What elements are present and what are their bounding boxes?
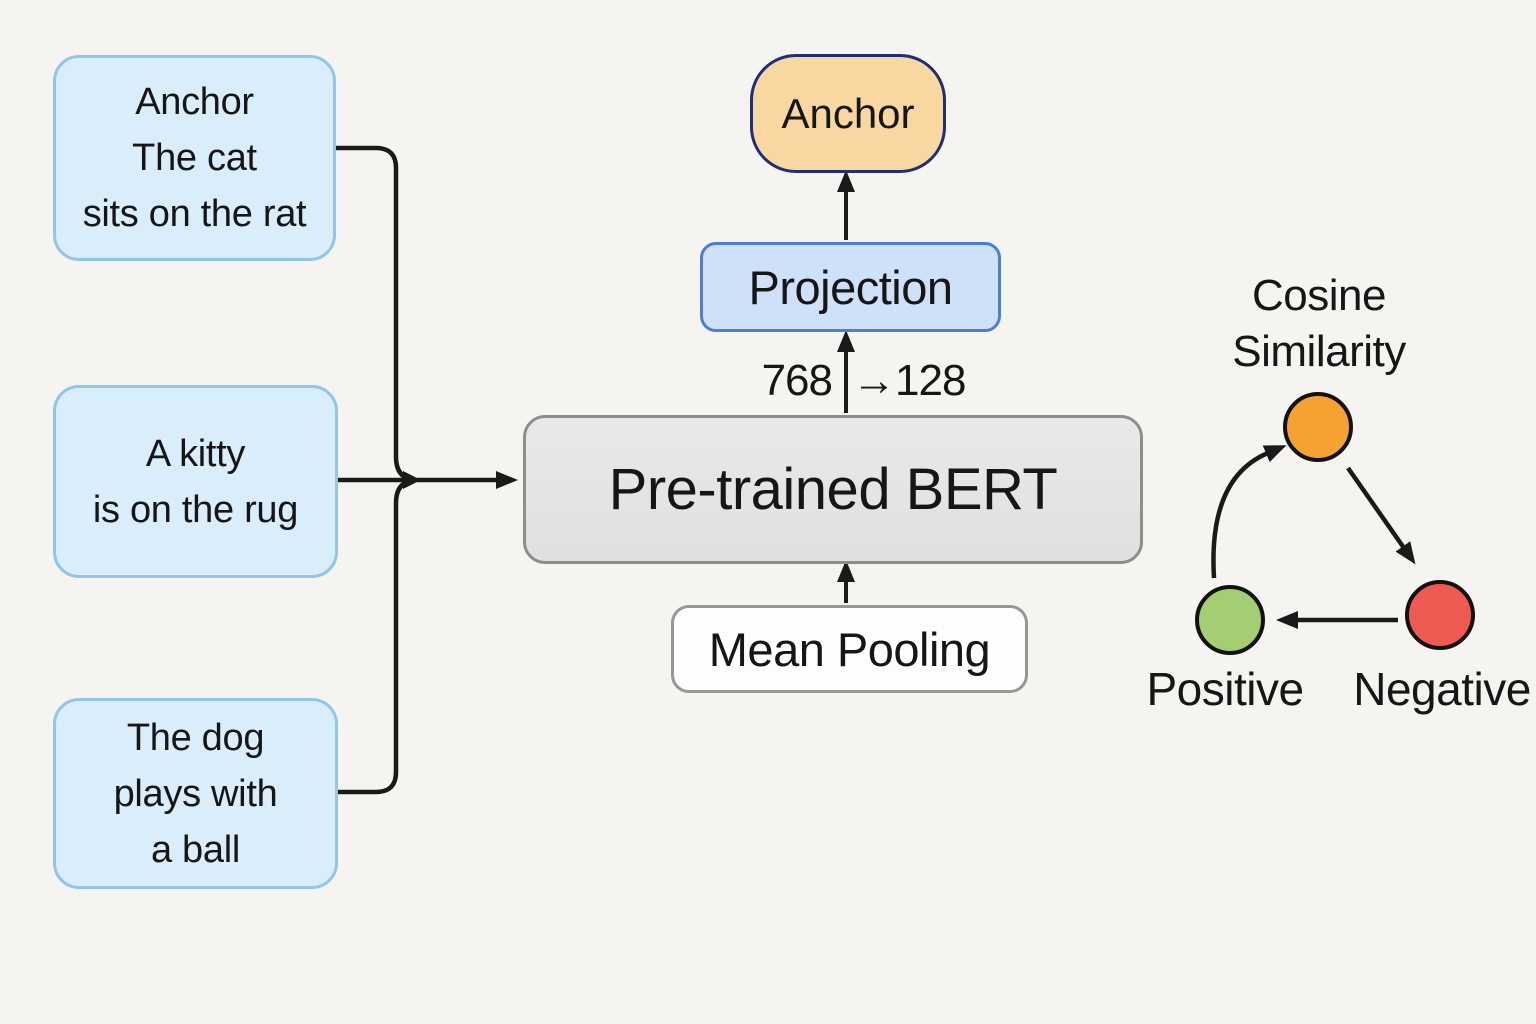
cosine-similarity-title: Cosine Similarity <box>1169 268 1469 380</box>
projection-label: Projection <box>748 260 954 314</box>
input-anchor-line3: sits on the rat <box>82 193 307 235</box>
anchor-output-pill: Anchor <box>750 54 946 173</box>
anchor-output-label: Anchor <box>781 89 915 137</box>
mean-pooling-box: Mean Pooling <box>671 605 1028 693</box>
input-box-negative: The dog plays with a ball <box>53 698 338 889</box>
input-box-positive: A kitty is on the rug <box>53 385 338 578</box>
cosine-title-line2: Similarity <box>1232 327 1406 376</box>
input-anchor-line2: The cat <box>132 137 257 179</box>
input-positive-line2: is on the rug <box>92 488 299 531</box>
input-negative-line3: a ball <box>150 828 241 871</box>
arrow-anchor-to-negative <box>1346 466 1416 565</box>
wire-anchor-branch <box>332 145 417 483</box>
negative-label: Negative <box>1353 663 1531 715</box>
mean-pooling-label: Mean Pooling <box>708 622 991 676</box>
positive-node-circle <box>1195 585 1265 655</box>
pretrained-bert-box: Pre-trained BERT <box>523 415 1143 564</box>
dims-out-label: →128 <box>852 356 966 405</box>
input-negative-line1: The dog <box>126 716 265 759</box>
negative-node-circle <box>1405 580 1475 650</box>
bert-label: Pre-trained BERT <box>608 457 1058 522</box>
wire-negative-branch <box>332 477 417 795</box>
input-anchor-line1: Anchor <box>135 81 254 123</box>
input-positive-line1: A kitty <box>145 432 246 475</box>
arrow-positive-to-anchor <box>1211 445 1287 579</box>
anchor-node-circle <box>1283 392 1353 462</box>
input-negative-line2: plays with <box>113 772 278 815</box>
dims-in-label: 768 <box>761 356 833 405</box>
projection-box: Projection <box>700 242 1001 332</box>
cosine-title-line1: Cosine <box>1252 271 1386 320</box>
merge-arrowhead-icon <box>403 471 421 489</box>
positive-label: Positive <box>1146 663 1304 715</box>
input-box-anchor: Anchor The cat sits on the rat <box>53 55 336 261</box>
